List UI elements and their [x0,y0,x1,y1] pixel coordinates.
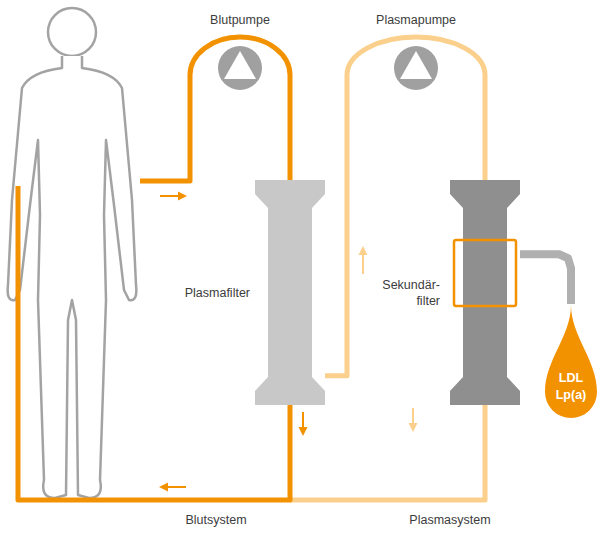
component-label: Plasmafilter [185,284,250,300]
figure-body [8,56,137,498]
flow-arrow [160,195,180,197]
plasma-tube [290,405,485,500]
system-label: Blutsystem [185,512,246,528]
flow-arrow [362,253,364,274]
blood-tube [18,186,290,500]
drop-label: LDL Lp(a) [556,370,587,404]
pump-symbol [190,37,290,75]
waste-pipe [520,254,571,304]
component-label: Plasmapumpe [376,12,456,28]
pump-triangle [224,51,256,79]
filter-cartridge [450,180,520,405]
secondary-filter: Sekundär- filter [450,180,520,405]
plasma-pump: Plasmapumpe [347,37,485,75]
filter-cartridge [255,180,325,405]
system-label: Plasmasystem [409,512,490,528]
flow-arrow [166,486,186,488]
figure-head [48,8,96,56]
tube-connector [288,75,293,180]
drop-body [545,305,597,418]
pump-rotor [394,46,438,90]
pump-rotor [218,46,262,90]
flow-arrow [302,412,304,429]
filter-body [255,180,325,405]
blood-pump: Blutpumpe [190,37,290,75]
flow-arrow-head [159,483,168,492]
flow-arrow-head [299,427,308,436]
flow-arrow [412,408,414,425]
flow-arrow-head [359,246,368,255]
blood-tube [140,37,290,181]
filter-body [450,180,520,405]
pump-symbol [347,37,485,75]
flow-arrow-head [178,192,187,201]
component-label: Blutpumpe [210,12,270,28]
flow-arrow-head [409,423,418,432]
adsorber-zone [454,240,516,306]
component-label: Sekundär- filter [382,276,440,309]
plasma-filter: Plasmafilter [255,180,325,405]
pump-triangle [400,51,432,79]
ldl-drop: LDL Lp(a) [544,304,598,420]
tube-connector [483,75,488,180]
tube-connector [325,75,347,376]
drop-shape [544,304,598,420]
human-figure [8,8,137,498]
